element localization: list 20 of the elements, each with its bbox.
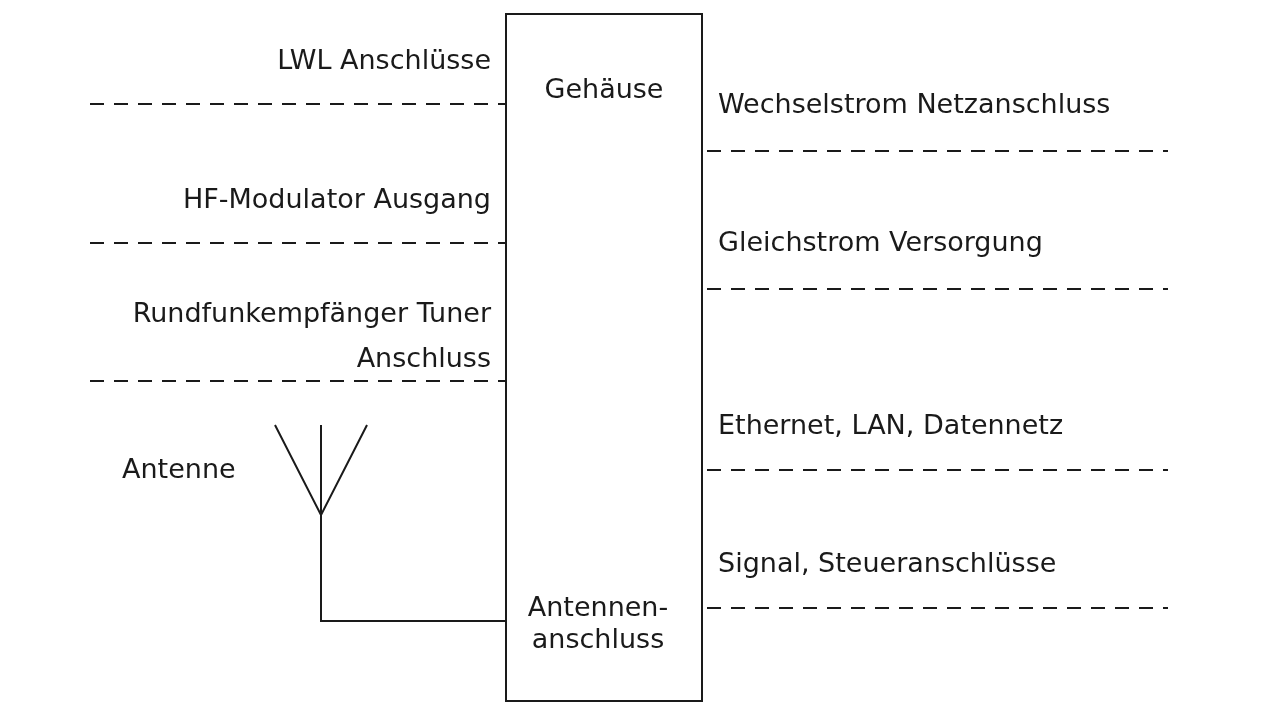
connector-label-text: Antennen- anschluss: [508, 591, 688, 655]
housing-box: [505, 13, 703, 702]
connector-label: Gleichstrom Versorgung: [718, 225, 1044, 259]
antenna-label: Antenne: [122, 453, 236, 486]
connector-label: Ethernet, LAN, Datennetz: [718, 408, 1065, 442]
dashed-line: [89, 380, 506, 382]
antenna-symbol: [275, 425, 367, 608]
dashed-line: [706, 150, 1169, 152]
connector-label: HF-Modulator Ausgang: [181, 182, 491, 216]
connector-label: Signal, Steueranschlüsse: [718, 546, 1058, 580]
connector-label: Wechselstrom Netzanschluss: [718, 87, 1112, 121]
dashed-line: [706, 469, 1169, 471]
dashed-line: [706, 607, 1169, 609]
dashed-line: [89, 242, 506, 244]
connector-line: [320, 607, 507, 622]
dashed-line: [706, 288, 1169, 290]
connector-label: LWL Anschlüsse: [276, 43, 491, 77]
dashed-line: [89, 103, 506, 105]
connector-label: Rundfunkempfänger Tuner Anschluss: [131, 296, 491, 375]
housing-label: Gehäuse: [543, 73, 665, 106]
